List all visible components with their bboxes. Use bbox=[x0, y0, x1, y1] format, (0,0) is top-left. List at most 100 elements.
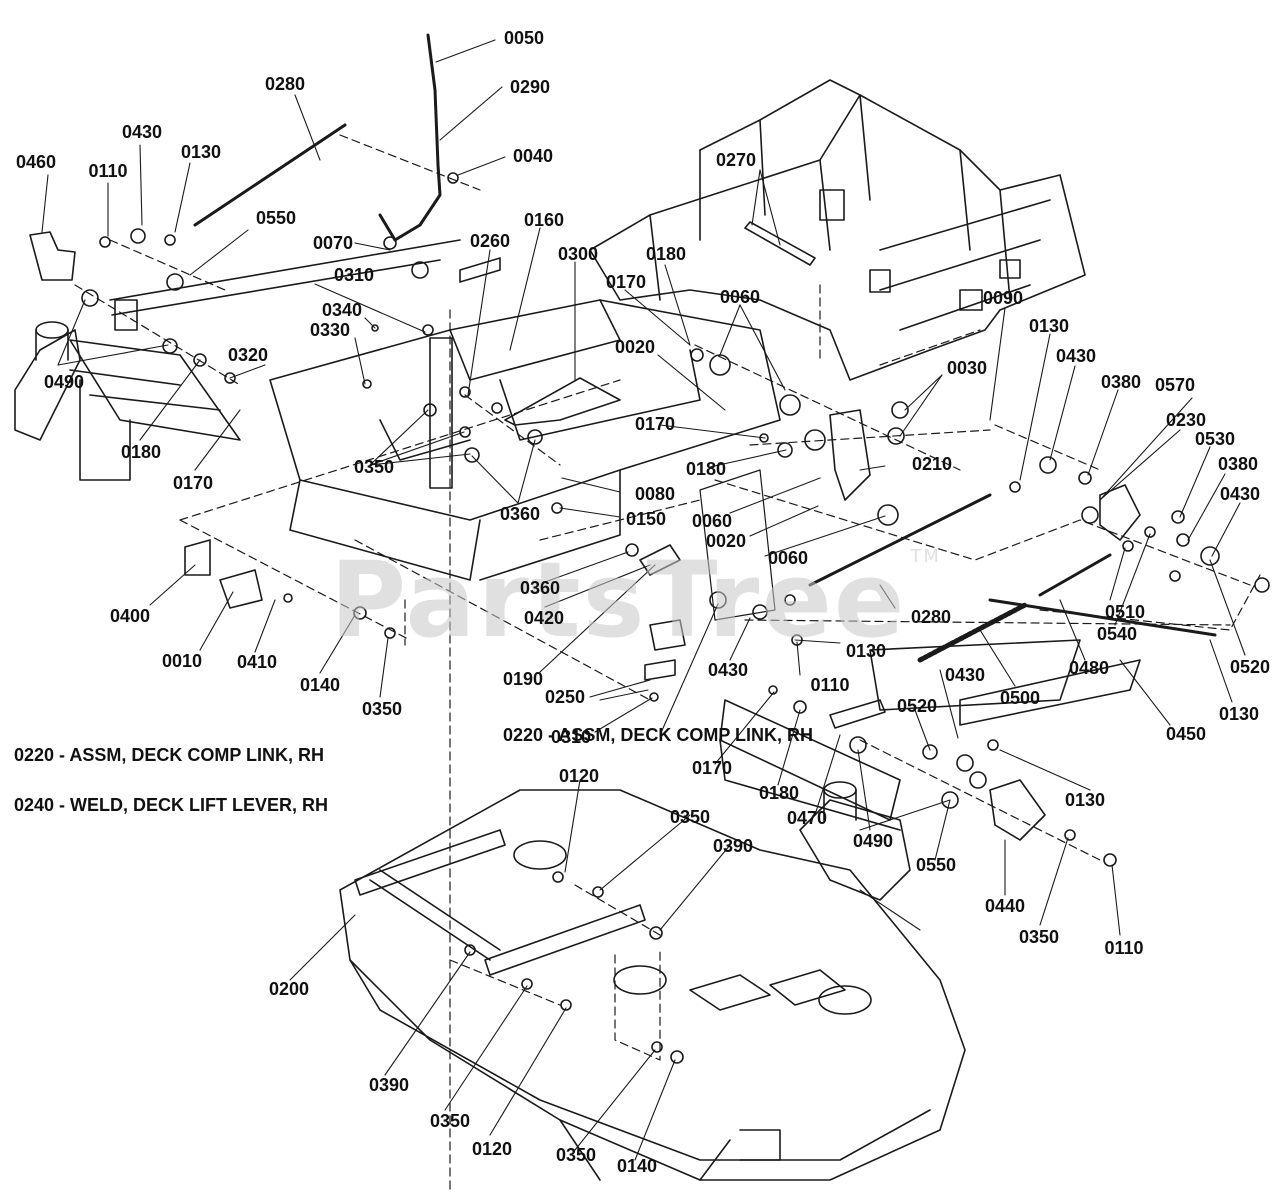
callout-0510-49: 0510 bbox=[1104, 602, 1146, 622]
watermark-brand: PartsTree bbox=[330, 539, 907, 661]
callout-0380-27: 0380 bbox=[1100, 372, 1142, 392]
callout-0180-40: 0180 bbox=[685, 459, 727, 479]
note-0220: 0220 - ASSM, DECK COMP LINK, RH bbox=[14, 745, 325, 765]
callout-0420-48: 0420 bbox=[523, 608, 565, 628]
callout-0440-79: 0440 bbox=[984, 896, 1026, 916]
callout-0400-44: 0400 bbox=[109, 606, 151, 626]
callout-0350-84: 0350 bbox=[429, 1111, 471, 1131]
callout-0170-34: 0170 bbox=[172, 473, 214, 493]
callout-0430-4: 0430 bbox=[121, 122, 163, 142]
callout-0120-85: 0120 bbox=[471, 1139, 513, 1159]
callout-0360-46: 0360 bbox=[519, 578, 561, 598]
callout-0180-14: 0180 bbox=[645, 244, 687, 264]
note-0240: 0240 - WELD, DECK LIFT LEVER, RH bbox=[14, 795, 329, 815]
callout-0060-45: 0060 bbox=[767, 548, 809, 568]
callout-0270-9: 0270 bbox=[715, 150, 757, 170]
callout-0310-67: 0310 bbox=[550, 727, 592, 747]
callout-0170-31: 0170 bbox=[634, 414, 676, 434]
callout-0130-22: 0130 bbox=[1028, 316, 1070, 336]
callout-0480-54: 0480 bbox=[1068, 658, 1110, 678]
callout-0390-83: 0390 bbox=[368, 1075, 410, 1095]
callout-0350-64: 0350 bbox=[361, 699, 403, 719]
callout-0130-61: 0130 bbox=[1218, 704, 1260, 724]
chassis-frame bbox=[589, 79, 1086, 381]
callout-0330-19: 0330 bbox=[309, 320, 351, 340]
callout-0160-10: 0160 bbox=[523, 210, 565, 230]
callout-0250-62: 0250 bbox=[544, 687, 586, 707]
callout-0110-7: 0110 bbox=[88, 161, 128, 181]
callout-0430-26: 0430 bbox=[1055, 346, 1097, 366]
callout-0550-78: 0550 bbox=[915, 855, 957, 875]
callout-0350-86: 0350 bbox=[555, 1145, 597, 1165]
hardware bbox=[29, 172, 1270, 1064]
callout-0460-6: 0460 bbox=[15, 152, 57, 172]
callout-0430-63: 0430 bbox=[944, 665, 986, 685]
callout-0170-16: 0170 bbox=[605, 272, 647, 292]
callout-0300-13: 0300 bbox=[557, 244, 599, 264]
callout-0060-18: 0060 bbox=[719, 287, 761, 307]
callout-0540-50: 0540 bbox=[1096, 624, 1138, 644]
callout-0430-56: 0430 bbox=[707, 660, 749, 680]
lift-frame bbox=[269, 299, 781, 581]
leader-lines bbox=[41, 39, 1246, 1161]
callout-0220 - ASSM, DECK COMP LINK, RH-69: 0220 - ASSM, DECK COMP LINK, RH bbox=[502, 725, 814, 745]
callout-0430-37: 0430 bbox=[1219, 484, 1261, 504]
callout-0350-30: 0350 bbox=[353, 457, 395, 477]
callout-0110-81: 0110 bbox=[1104, 938, 1144, 958]
callout-0110-59: 0110 bbox=[810, 675, 850, 695]
callout-0050-0: 0050 bbox=[503, 28, 545, 48]
callout-0130-55: 0130 bbox=[845, 641, 887, 661]
callout-0200-82: 0200 bbox=[268, 979, 310, 999]
callout-0210-35: 0210 bbox=[911, 454, 953, 474]
callout-0190-58: 0190 bbox=[502, 669, 544, 689]
callout-0470-74: 0470 bbox=[786, 808, 828, 828]
callout-0290-1: 0290 bbox=[509, 77, 551, 97]
callout-0180-72: 0180 bbox=[758, 783, 800, 803]
callout-0030-25: 0030 bbox=[946, 358, 988, 378]
callout-0280-2: 0280 bbox=[264, 74, 306, 94]
callout-0360-38: 0360 bbox=[499, 504, 541, 524]
callout-0020-43: 0020 bbox=[705, 531, 747, 551]
callout-0490-23: 0490 bbox=[43, 372, 85, 392]
callout-0180-29: 0180 bbox=[120, 442, 162, 462]
rods-and-springs bbox=[193, 33, 1217, 726]
callout-0140-57: 0140 bbox=[299, 675, 341, 695]
callout-0170-70: 0170 bbox=[691, 758, 733, 778]
callout-0500-60: 0500 bbox=[999, 688, 1041, 708]
callout-0230-32: 0230 bbox=[1165, 410, 1207, 430]
watermark-tm: TM bbox=[910, 546, 941, 567]
callout-0090-20: 0090 bbox=[982, 288, 1024, 308]
callout-0120-71: 0120 bbox=[558, 766, 600, 786]
callout-0130-73: 0130 bbox=[1064, 790, 1106, 810]
callout-0450-66: 0450 bbox=[1165, 724, 1207, 744]
callout-0350-75: 0350 bbox=[669, 807, 711, 827]
callout-0010-52: 0010 bbox=[161, 651, 203, 671]
callout-0310-15: 0310 bbox=[333, 265, 375, 285]
callout-0140-87: 0140 bbox=[616, 1156, 658, 1176]
callout-0280-47: 0280 bbox=[910, 607, 952, 627]
callout-0380-36: 0380 bbox=[1217, 454, 1259, 474]
callout-0390-77: 0390 bbox=[712, 836, 754, 856]
left-arm-assembly bbox=[14, 239, 461, 481]
callout-0490-76: 0490 bbox=[852, 831, 894, 851]
callout-0070-11: 0070 bbox=[312, 233, 354, 253]
callout-0530-33: 0530 bbox=[1194, 429, 1236, 449]
callout-0080-39: 0080 bbox=[634, 484, 676, 504]
callout-0520-65: 0520 bbox=[896, 696, 938, 716]
callout-0350-80: 0350 bbox=[1018, 927, 1060, 947]
callout-0020-21: 0020 bbox=[614, 337, 656, 357]
callout-0550-8: 0550 bbox=[255, 208, 297, 228]
right-arm-assembly bbox=[719, 639, 1081, 901]
callout-0320-24: 0320 bbox=[227, 345, 269, 365]
callout-0040-3: 0040 bbox=[512, 146, 554, 166]
callout-0150-41: 0150 bbox=[625, 509, 667, 529]
callout-0340-17: 0340 bbox=[321, 300, 363, 320]
mower-deck bbox=[339, 789, 966, 1181]
callout-0060-42: 0060 bbox=[691, 511, 733, 531]
callout-0130-5: 0130 bbox=[180, 142, 222, 162]
callout-0570-28: 0570 bbox=[1154, 375, 1196, 395]
callout-0520-51: 0520 bbox=[1229, 657, 1271, 677]
assembly-lines bbox=[74, 134, 1261, 1191]
